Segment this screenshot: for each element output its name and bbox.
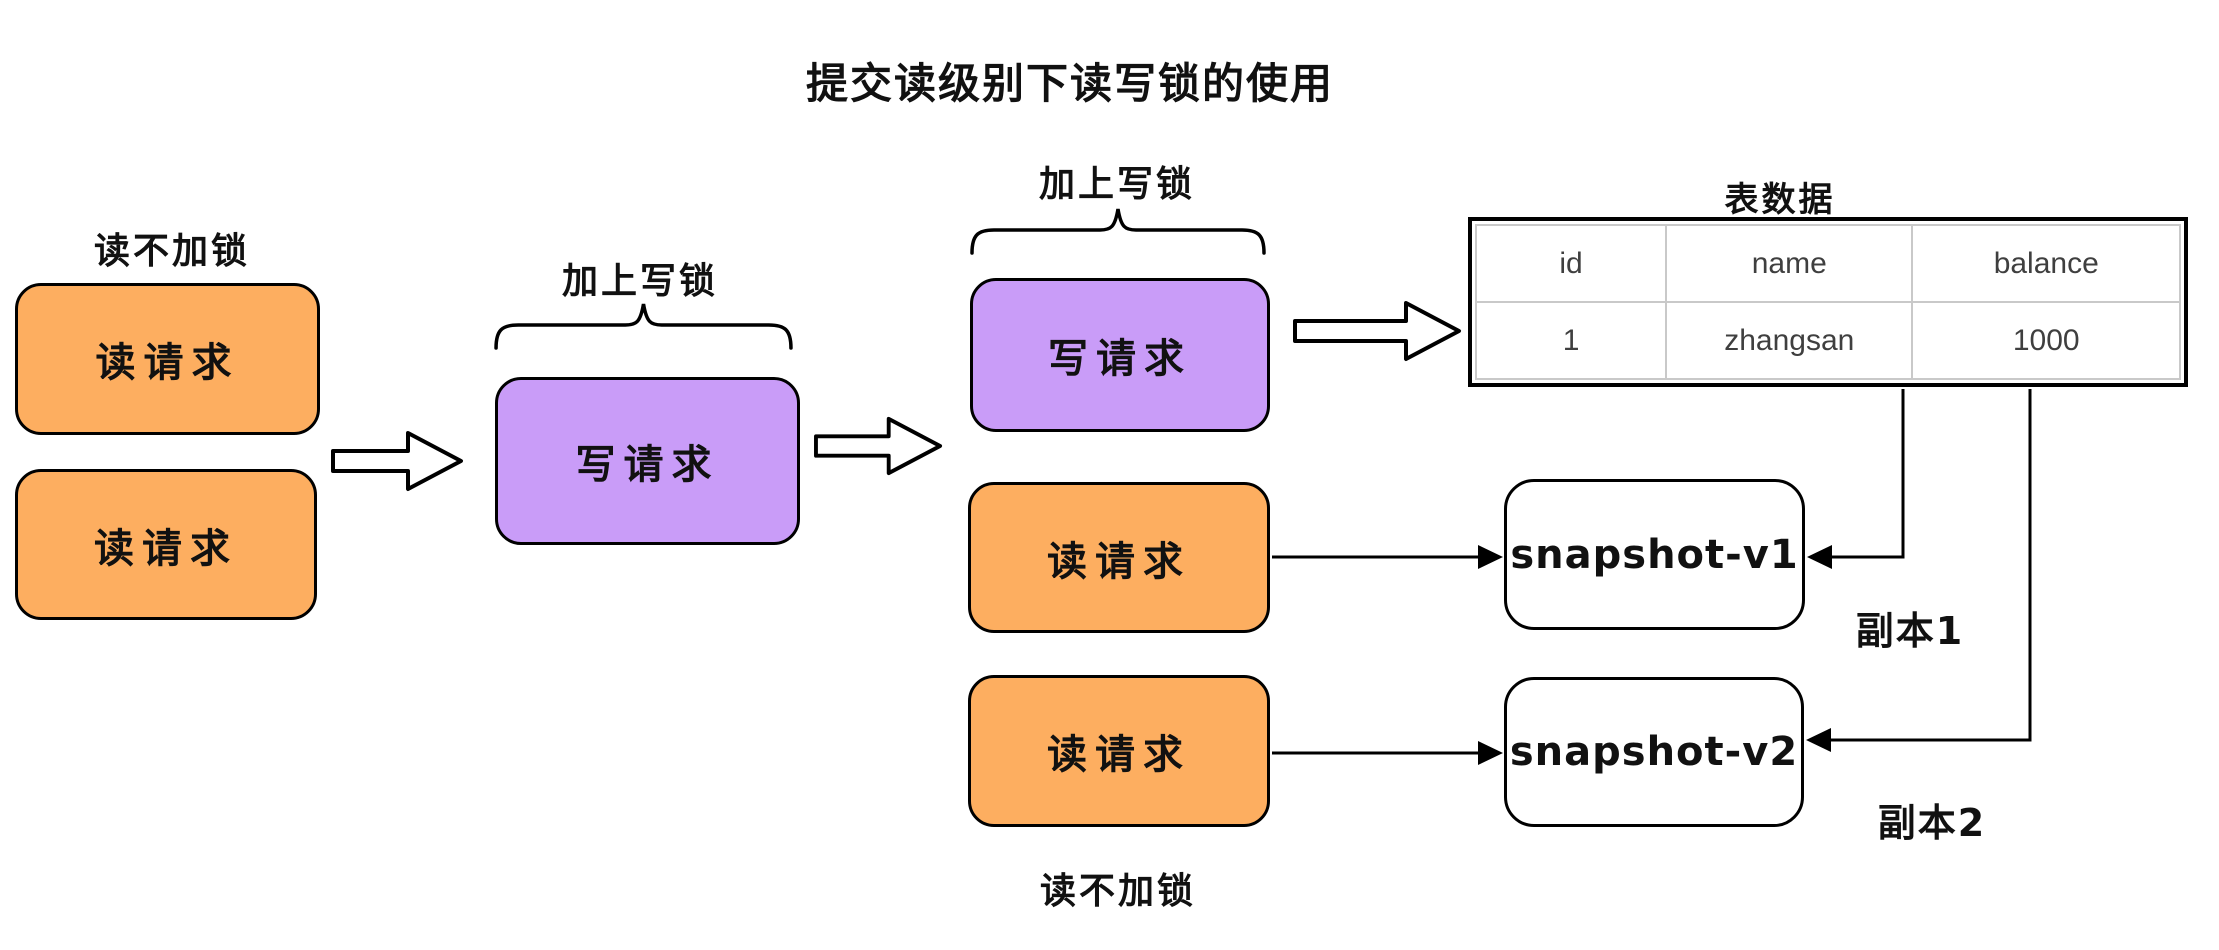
read-request-box-right-2: 读请求 [968, 675, 1270, 827]
curly-brace-icon [970, 208, 1266, 255]
snapshot-v1-label: snapshot-v1 [1510, 531, 1799, 578]
read-request-label: 读请求 [94, 525, 238, 572]
table-header-row: id name balance [1474, 224, 2181, 303]
curly-brace-icon [494, 303, 793, 350]
copy-2-label: 副本2 [1877, 801, 1987, 845]
read-request-label: 读请求 [1047, 732, 1191, 778]
read-request-box-left-2: 读请求 [15, 469, 317, 620]
snapshot-v2-label: snapshot-v2 [1509, 729, 1799, 775]
snapshot-v1-box: snapshot-v1 [1504, 479, 1805, 630]
snapshot-v2-box: snapshot-v2 [1504, 677, 1804, 827]
table-header-balance: balance [1911, 224, 2181, 303]
write-request-box-middle: 写请求 [495, 377, 800, 545]
read-request-box-right-1: 读请求 [968, 482, 1270, 633]
write-request-label: 写请求 [575, 442, 720, 488]
block-arrow-right-icon [331, 431, 463, 491]
table-header-name: name [1665, 224, 1914, 303]
right-group-bottom-label: 读不加锁 [1039, 871, 1196, 912]
read-request-box-left-1: 读请求 [15, 283, 320, 435]
right-group-top-label: 加上写锁 [1038, 164, 1195, 205]
table-cell-name: zhangsan [1665, 301, 1914, 380]
page-title: 提交读级别下读写锁的使用 [805, 59, 1334, 108]
write-request-label: 写请求 [1048, 336, 1192, 382]
read-request-label: 读请求 [95, 340, 240, 386]
block-arrow-right-icon [814, 416, 943, 476]
data-table: id name balance 1 zhangsan 1000 [1468, 217, 2188, 387]
read-request-label: 读请求 [1047, 538, 1191, 585]
table-cell-id: 1 [1474, 301, 1668, 380]
table-row: 1 zhangsan 1000 [1474, 301, 2181, 380]
middle-group-label: 加上写锁 [561, 261, 718, 302]
table-cell-balance: 1000 [1911, 301, 2181, 380]
copy-1-label: 副本1 [1855, 609, 1965, 653]
table-header-id: id [1474, 224, 1668, 303]
block-arrow-right-icon [1293, 301, 1461, 361]
left-group-label: 读不加锁 [93, 231, 250, 272]
write-request-box-right: 写请求 [970, 278, 1270, 432]
table-title: 表数据 [1724, 180, 1836, 220]
